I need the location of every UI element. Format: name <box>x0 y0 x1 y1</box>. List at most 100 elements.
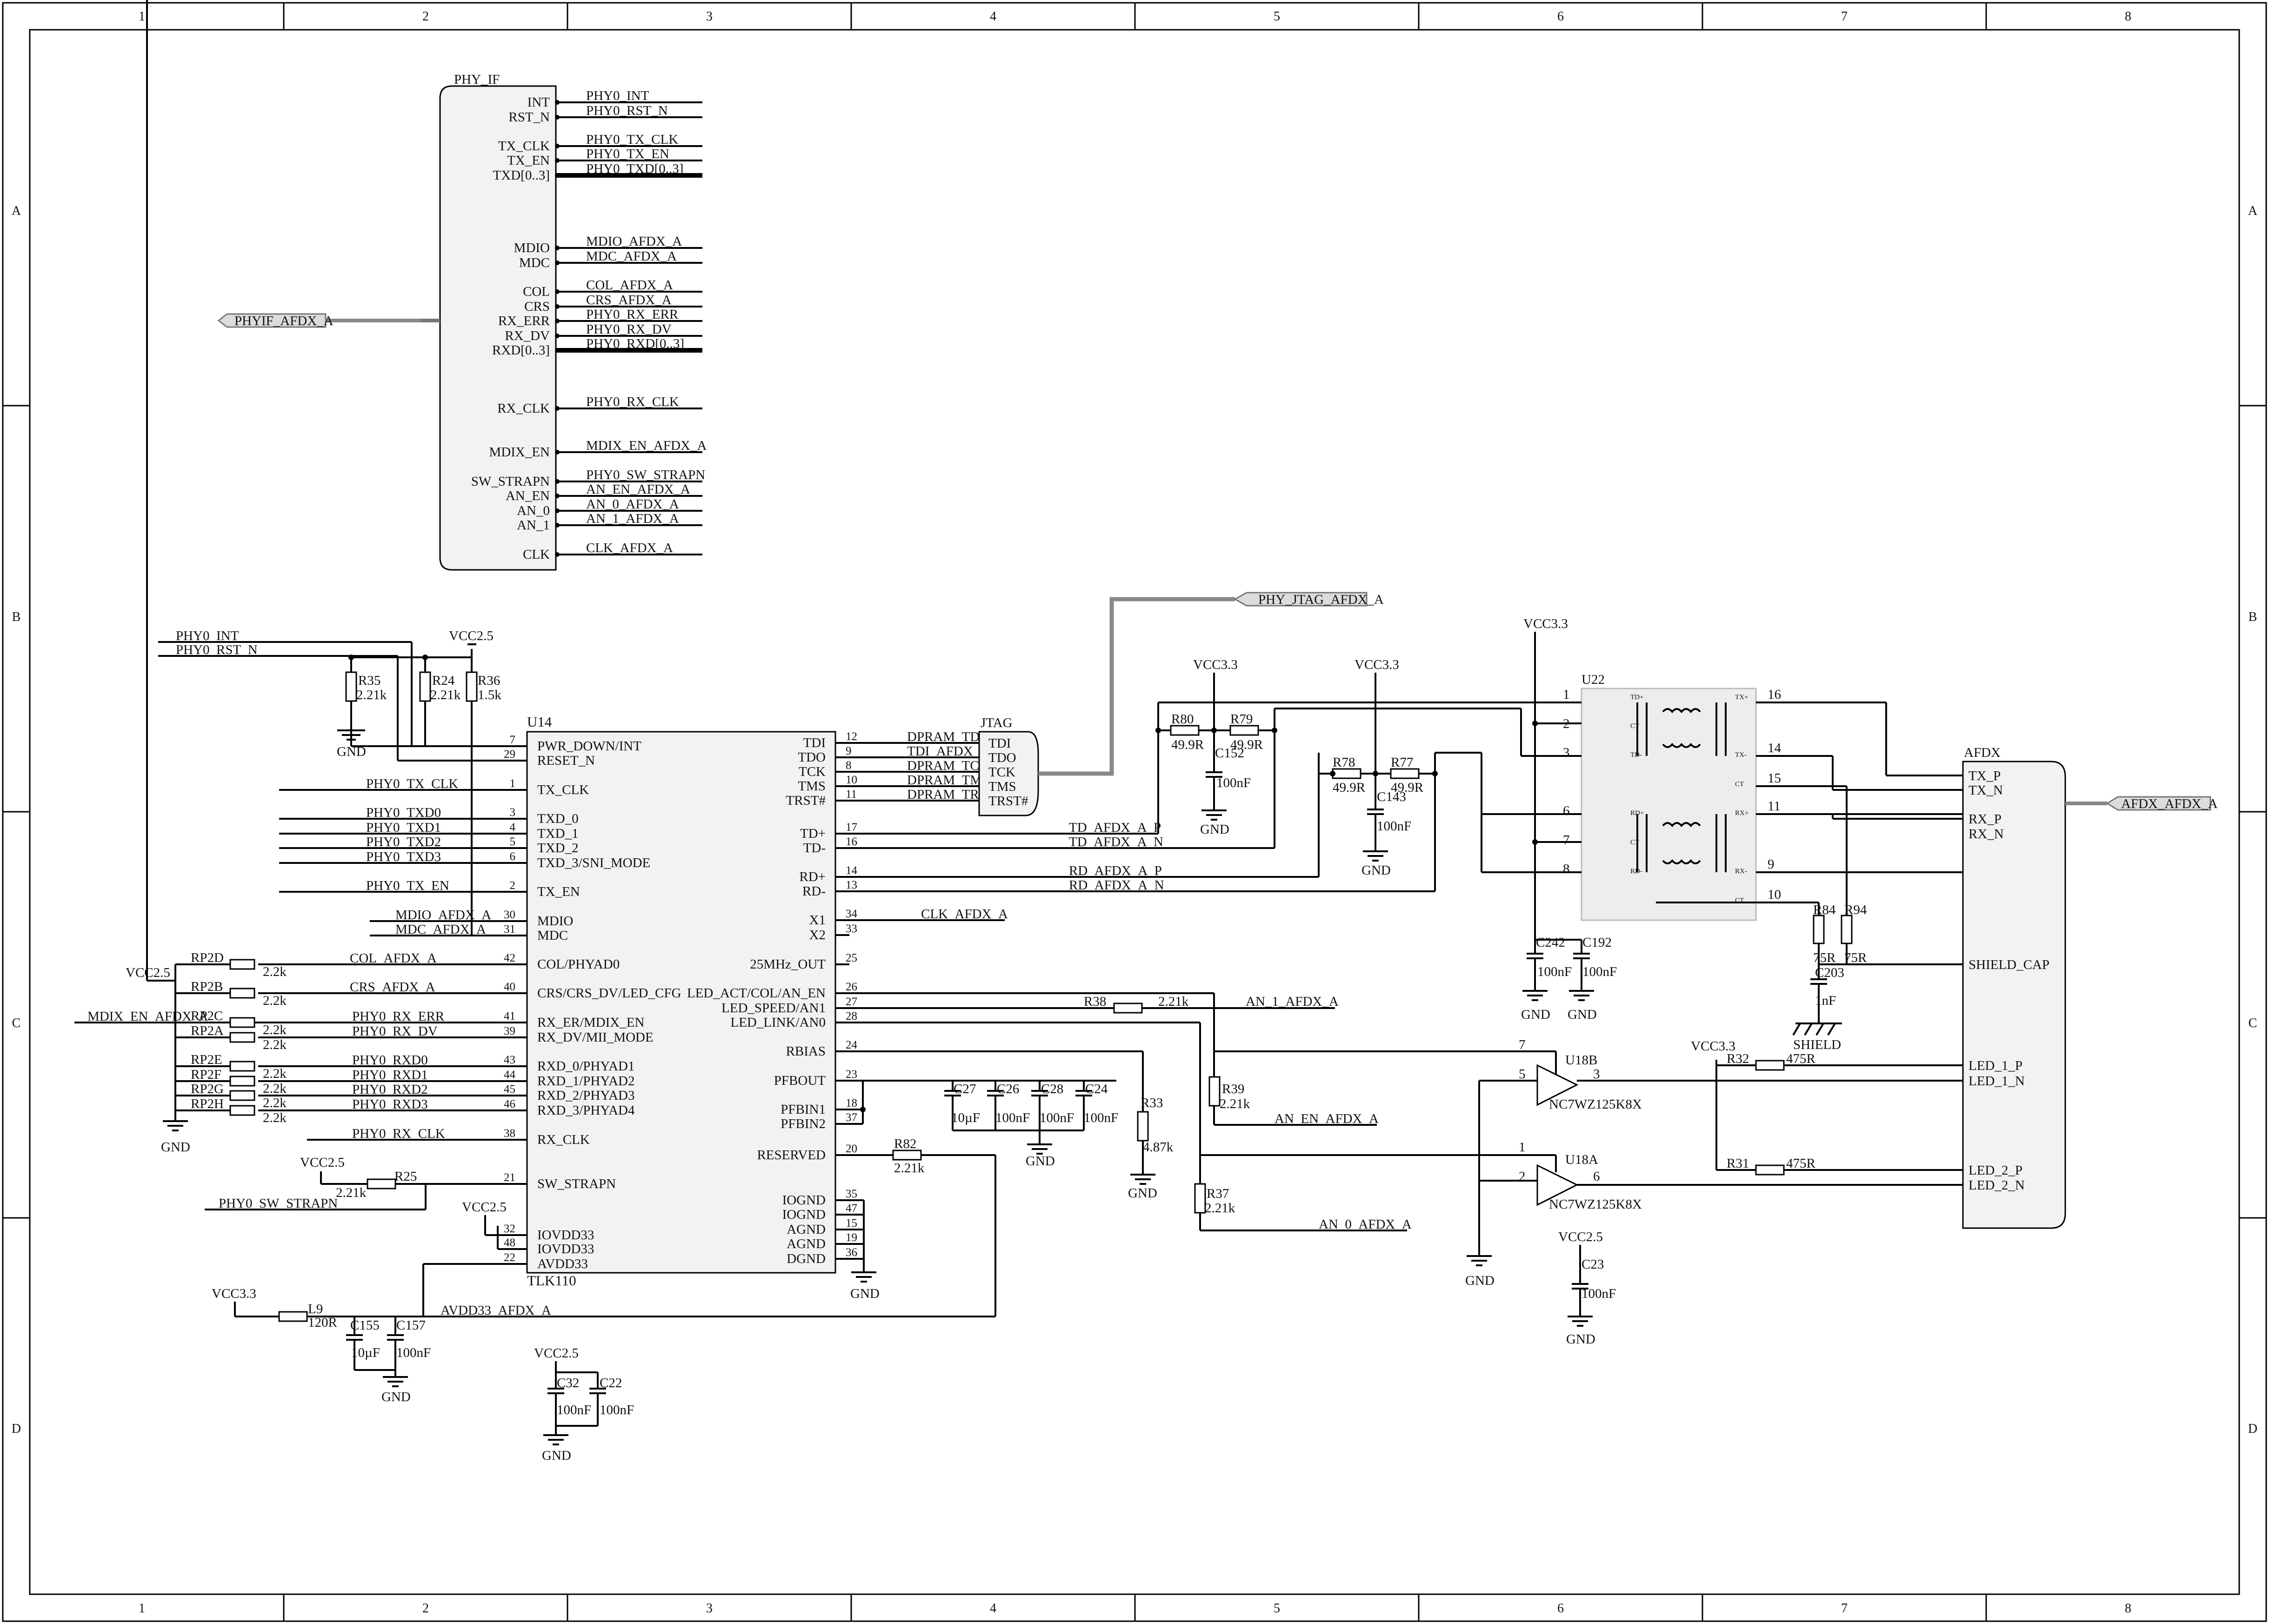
u14-pin-number: 39 <box>504 1025 515 1037</box>
afdx-port[interactable] <box>2106 796 2211 811</box>
u14-pin-number: 19 <box>846 1231 857 1244</box>
harness-net: PHY0_TX_CLK <box>586 132 678 147</box>
u14-pin-name: MDC <box>537 928 568 943</box>
net-label: PHY0_INT <box>176 628 239 643</box>
row-label: B <box>12 610 21 624</box>
net-label: MDIX_EN_AFDX_A <box>87 1009 208 1024</box>
cap-value: 100nF <box>1084 1110 1118 1125</box>
u14-pin-number: 21 <box>504 1171 515 1184</box>
buffer-pin: 6 <box>1593 1169 1600 1184</box>
u14-pin-name: AGND <box>787 1222 826 1237</box>
u14-pin-number: 40 <box>504 981 515 993</box>
cap-ref: C143 <box>1377 789 1406 804</box>
cap-value: 100nF <box>1040 1110 1074 1125</box>
u22-pin: 1 <box>1563 687 1570 702</box>
jtag-pin: TMS <box>988 779 1016 794</box>
cap-value: 10µF <box>351 1345 380 1360</box>
net-label: MDIO_AFDX_A <box>395 908 491 922</box>
net-label: PHY0_TXD2 <box>366 835 441 849</box>
afdx-harness[interactable]: AFDX AFDX_AFDX_A TX_P TX_N RX_P RX_N SHI… <box>1962 745 2218 1229</box>
strap-and-avdd: VCC2.5 R25 2.21k PHY0_SW_STRAPN VCC2.5 V… <box>205 1155 995 1463</box>
res-ref: R36 <box>478 673 500 688</box>
harness-pin: TX_EN <box>507 153 550 168</box>
u14-pin-name: PFBOUT <box>774 1073 826 1088</box>
power-label: VCC2.5 <box>300 1155 345 1170</box>
jtag-port[interactable] <box>1233 592 1368 607</box>
u22-pin: 11 <box>1768 799 1781 814</box>
u22-pin: 8 <box>1563 862 1570 876</box>
harness-pin: COL <box>523 284 550 299</box>
termination-network: VCC3.3 R80 49.9R R79 49.9R GND C152 100n… <box>1155 657 1438 891</box>
u22-pin: 15 <box>1768 771 1781 786</box>
res-ref: R33 <box>1141 1096 1163 1110</box>
afdx-pin: TX_N <box>1969 783 2003 798</box>
harness-pin: RXD[0..3] <box>492 343 550 358</box>
u14-pin-number: 22 <box>504 1251 515 1264</box>
u14-pin-name: RX_DV/MII_MODE <box>537 1030 654 1045</box>
u22-mark: RX+ <box>1735 809 1748 817</box>
u14-pin-number: 44 <box>504 1069 516 1081</box>
u14-pin-number: 11 <box>846 788 857 801</box>
u14-pin-name: TXD_0 <box>537 811 579 826</box>
power-label: VCC3.3 <box>1355 657 1399 672</box>
u14-pin-name: COL/PHYAD0 <box>537 957 620 972</box>
rp-value: 2.2k <box>263 1037 287 1052</box>
u14-pin-name: PFBIN2 <box>781 1116 826 1131</box>
harness-pin: RST_N <box>508 110 550 125</box>
jtag-pin: TDI <box>988 736 1011 751</box>
net-label: PHY0_RX_ERR <box>352 1009 445 1024</box>
res-ref: R32 <box>1727 1051 1749 1066</box>
net-label: PHY0_RXD1 <box>352 1068 428 1083</box>
u14-pin-number: 36 <box>846 1246 857 1259</box>
power-label: VCC3.3 <box>1193 657 1238 672</box>
buffer-ref: U18B <box>1565 1053 1597 1068</box>
harness-net: COL_AFDX_A <box>586 278 673 293</box>
u14-pin-name: TRST# <box>786 793 826 808</box>
net-label: AN_EN_AFDX_A <box>1275 1111 1379 1126</box>
rp-ref: RP2H <box>191 1096 224 1111</box>
u14-pin-name: TX_EN <box>537 884 580 899</box>
u14-pin-number: 9 <box>846 745 852 757</box>
u22-pin: 16 <box>1768 687 1781 702</box>
net-label: PHY0_RXD2 <box>352 1082 428 1097</box>
u14-pin-name: DGND <box>787 1251 826 1266</box>
u14-pin-number: 18 <box>846 1097 857 1109</box>
afdx-pin: SHIELD_CAP <box>1969 957 2049 972</box>
rp-ref: RP2G <box>191 1082 224 1096</box>
jtag-port-label: PHY_JTAG_AFDX_A <box>1258 592 1384 607</box>
u14-pin-name: RXD_2/PHYAD3 <box>537 1088 634 1103</box>
res-ref: R38 <box>1084 994 1106 1009</box>
u22-mark: TX+ <box>1735 694 1748 701</box>
net-label: CLK_AFDX_A <box>921 907 1008 922</box>
res-ref: R24 <box>432 673 455 688</box>
u14-pin-name: PWR_DOWN/INT <box>537 739 641 754</box>
u22-transformer[interactable]: U22 VCC3.3 <box>1157 616 1963 1052</box>
u14-pin-number: 35 <box>846 1188 857 1200</box>
net-label: PHY0_RX_CLK <box>352 1126 445 1141</box>
cap-ref: C203 <box>1815 965 1844 980</box>
u14-pin-name: IOGND <box>782 1193 826 1208</box>
row-label: C <box>2249 1016 2257 1030</box>
power-label: VCC2.5 <box>1558 1230 1603 1244</box>
u14-pin-number: 2 <box>510 879 516 892</box>
rp-value: 2.2k <box>263 964 287 979</box>
gnd-label: GND <box>1128 1186 1157 1201</box>
row-label: D <box>2248 1422 2257 1436</box>
u14-pin-name: RD- <box>802 884 826 899</box>
harness-net: AN_EN_AFDX_A <box>586 482 690 497</box>
rp-ref: RP2E <box>191 1052 222 1067</box>
u22-mark: RX- <box>1735 868 1747 875</box>
row-label: B <box>2249 610 2257 624</box>
res-value: 2.21k <box>1205 1201 1235 1216</box>
u14-pin-name: PFBIN1 <box>781 1102 826 1117</box>
u14-pin-name: X2 <box>809 928 826 942</box>
u14-pin-number: 43 <box>504 1054 515 1066</box>
u14-pin-name: TD+ <box>800 826 826 841</box>
res-value: 2.21k <box>1220 1096 1250 1111</box>
u14-pin-number: 23 <box>846 1068 857 1081</box>
jtag-ref: JTAG <box>981 715 1013 730</box>
cap-ref: C157 <box>396 1318 426 1333</box>
